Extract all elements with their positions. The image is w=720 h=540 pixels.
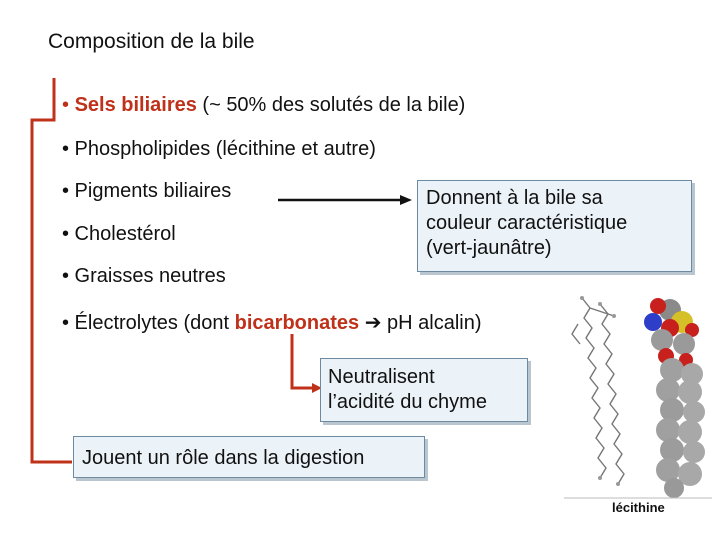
couleur-line-3: (vert-jaunâtre) xyxy=(426,237,552,259)
electrolytes-prefix: • Électrolytes (dont xyxy=(62,312,235,334)
bicarbonates-term: bicarbonates xyxy=(234,312,360,334)
stick-model xyxy=(571,297,625,485)
bicarbonate-arrowhead xyxy=(312,383,322,393)
bullet-electrolytes: • Électrolytes (dont bicarbonates ➔ pH a… xyxy=(62,310,482,335)
sels-biliaires-term: Sels biliaires xyxy=(74,94,197,116)
neutralise-line-2: l’acidité du chyme xyxy=(328,391,487,413)
couleur-line-1: Donnent à la bile sa xyxy=(426,187,603,209)
ph-alcalin-text: pH alcalin) xyxy=(381,312,482,334)
digestion-box: Jouent un rôle dans la digestion xyxy=(73,436,425,478)
space-filling-model xyxy=(644,298,705,498)
pigments-arrowhead xyxy=(400,195,412,205)
lecithine-caption: lécithine xyxy=(612,500,665,515)
bullet-cholesterol: • Cholestérol xyxy=(62,223,176,245)
bullet-graisses: • Graisses neutres xyxy=(62,265,226,287)
neutralise-box: Neutralisent l’acidité du chyme xyxy=(320,358,528,422)
neutralise-line-1: Neutralisent xyxy=(328,366,435,388)
bullet-phospholipides: • Phospholipides (lécithine et autre) xyxy=(62,138,376,160)
stick-atoms xyxy=(580,296,620,486)
couleur-line-2: couleur caractéristique xyxy=(426,212,628,234)
bullet-sels-biliaires: • Sels biliaires (~ 50% des solutés de l… xyxy=(62,94,465,117)
lecithin-molecule-image xyxy=(564,296,712,499)
couleur-box: Donnent à la bile sa couleur caractérist… xyxy=(417,180,692,272)
sels-biliaires-detail: (~ 50% des solutés de la bile) xyxy=(196,94,466,116)
page-title: Composition de la bile xyxy=(48,30,255,53)
arrow-right-icon: ➔ xyxy=(364,312,382,334)
bicarbonate-arrow-line xyxy=(290,334,314,390)
bullet-pigments: • Pigments biliaires xyxy=(62,180,232,202)
bracket-line xyxy=(30,78,72,464)
bullet-marker: • xyxy=(62,94,75,116)
